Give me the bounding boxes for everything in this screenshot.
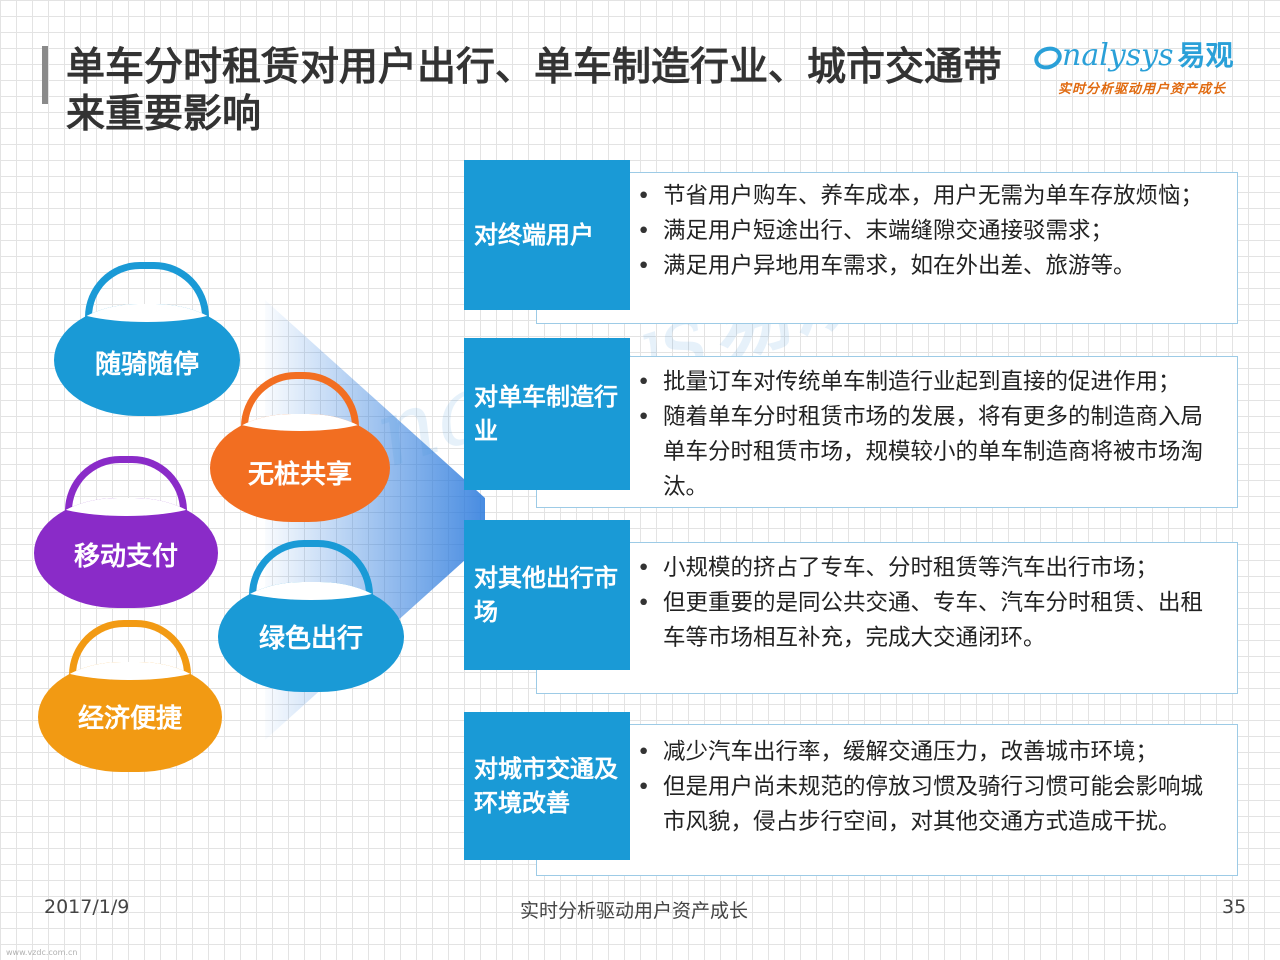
feature-label: 移动支付	[73, 542, 178, 572]
impact-category: 对城市交通及环境改善	[464, 712, 630, 860]
feature-bag: 移动支付	[34, 456, 218, 608]
feature-label: 随骑随停	[94, 350, 199, 380]
impact-category: 对其他出行市场	[464, 520, 630, 670]
footer-slogan: 实时分析驱动用户资产成长	[520, 900, 749, 922]
impact-description: 小规模的挤占了专车、分时租赁等汽车出行市场； 但更重要的是同公共交通、专车、汽车…	[536, 542, 1238, 694]
bag-body	[54, 304, 240, 416]
feature-bag: 经济便捷	[38, 620, 222, 772]
logo-name-cn: 易观	[1177, 39, 1234, 72]
bag-body	[34, 498, 218, 608]
footer-source: www.vzdc.com.cn	[6, 948, 78, 957]
logo-tagline: 实时分析驱动用户资产成长	[1058, 82, 1227, 97]
page-number: 35	[1222, 896, 1247, 918]
logo-name-en: nalysys	[1062, 38, 1174, 73]
impact-category: 对终端用户	[464, 160, 630, 310]
impact-point: 批量订车对传统单车制造行业起到直接的促进作用；	[637, 365, 1223, 400]
impact-point: 小规模的挤占了专车、分时租赁等汽车出行市场；	[637, 551, 1223, 586]
impact-description: 批量订车对传统单车制造行业起到直接的促进作用； 随着单车分时租赁市场的发展，将有…	[536, 356, 1238, 508]
feature-label: 经济便捷	[77, 704, 182, 734]
feature-label: 绿色出行	[258, 624, 363, 654]
impact-point: 但是用户尚未规范的停放习惯及骑行习惯可能会影响城市风貌，侵占步行空间，对其他交通…	[637, 770, 1223, 840]
footer-date: 2017/1/9	[44, 896, 130, 918]
page-title: 单车分时租赁对用户出行、单车制造行业、城市交通带来重要影响	[66, 45, 1003, 137]
impact-point: 满足用户异地用车需求，如在外出差、旅游等。	[637, 249, 1223, 284]
logo-swoosh-icon	[1034, 46, 1062, 70]
impact-point: 减少汽车出行率，缓解交通压力，改善城市环境；	[637, 735, 1223, 770]
impact-point: 满足用户短途出行、末端缝隙交通接驳需求；	[637, 214, 1223, 249]
feature-bag: 绿色出行	[218, 540, 404, 692]
impact-point: 节省用户购车、养车成本，用户无需为单车存放烦恼；	[637, 179, 1223, 214]
impact-point: 随着单车分时租赁市场的发展，将有更多的制造商入局单车分时租赁市场，规模较小的单车…	[637, 400, 1223, 505]
impact-description: 节省用户购车、养车成本，用户无需为单车存放烦恼； 满足用户短途出行、末端缝隙交通…	[536, 172, 1238, 324]
bag-body	[38, 662, 222, 772]
bag-body	[218, 582, 404, 692]
feature-bag: 随骑随停	[54, 262, 240, 416]
impact-category: 对单车制造行业	[464, 338, 630, 490]
feature-bag: 无桩共享	[210, 372, 390, 522]
bag-body	[210, 414, 390, 522]
title-accent-bar	[42, 46, 48, 104]
feature-label: 无桩共享	[247, 460, 352, 490]
impact-description: 减少汽车出行率，缓解交通压力，改善城市环境； 但是用户尚未规范的停放习惯及骑行习…	[536, 724, 1238, 876]
impact-point: 但更重要的是同公共交通、专车、汽车分时租赁、出租车等市场相互补充，完成大交通闭环…	[637, 586, 1223, 656]
